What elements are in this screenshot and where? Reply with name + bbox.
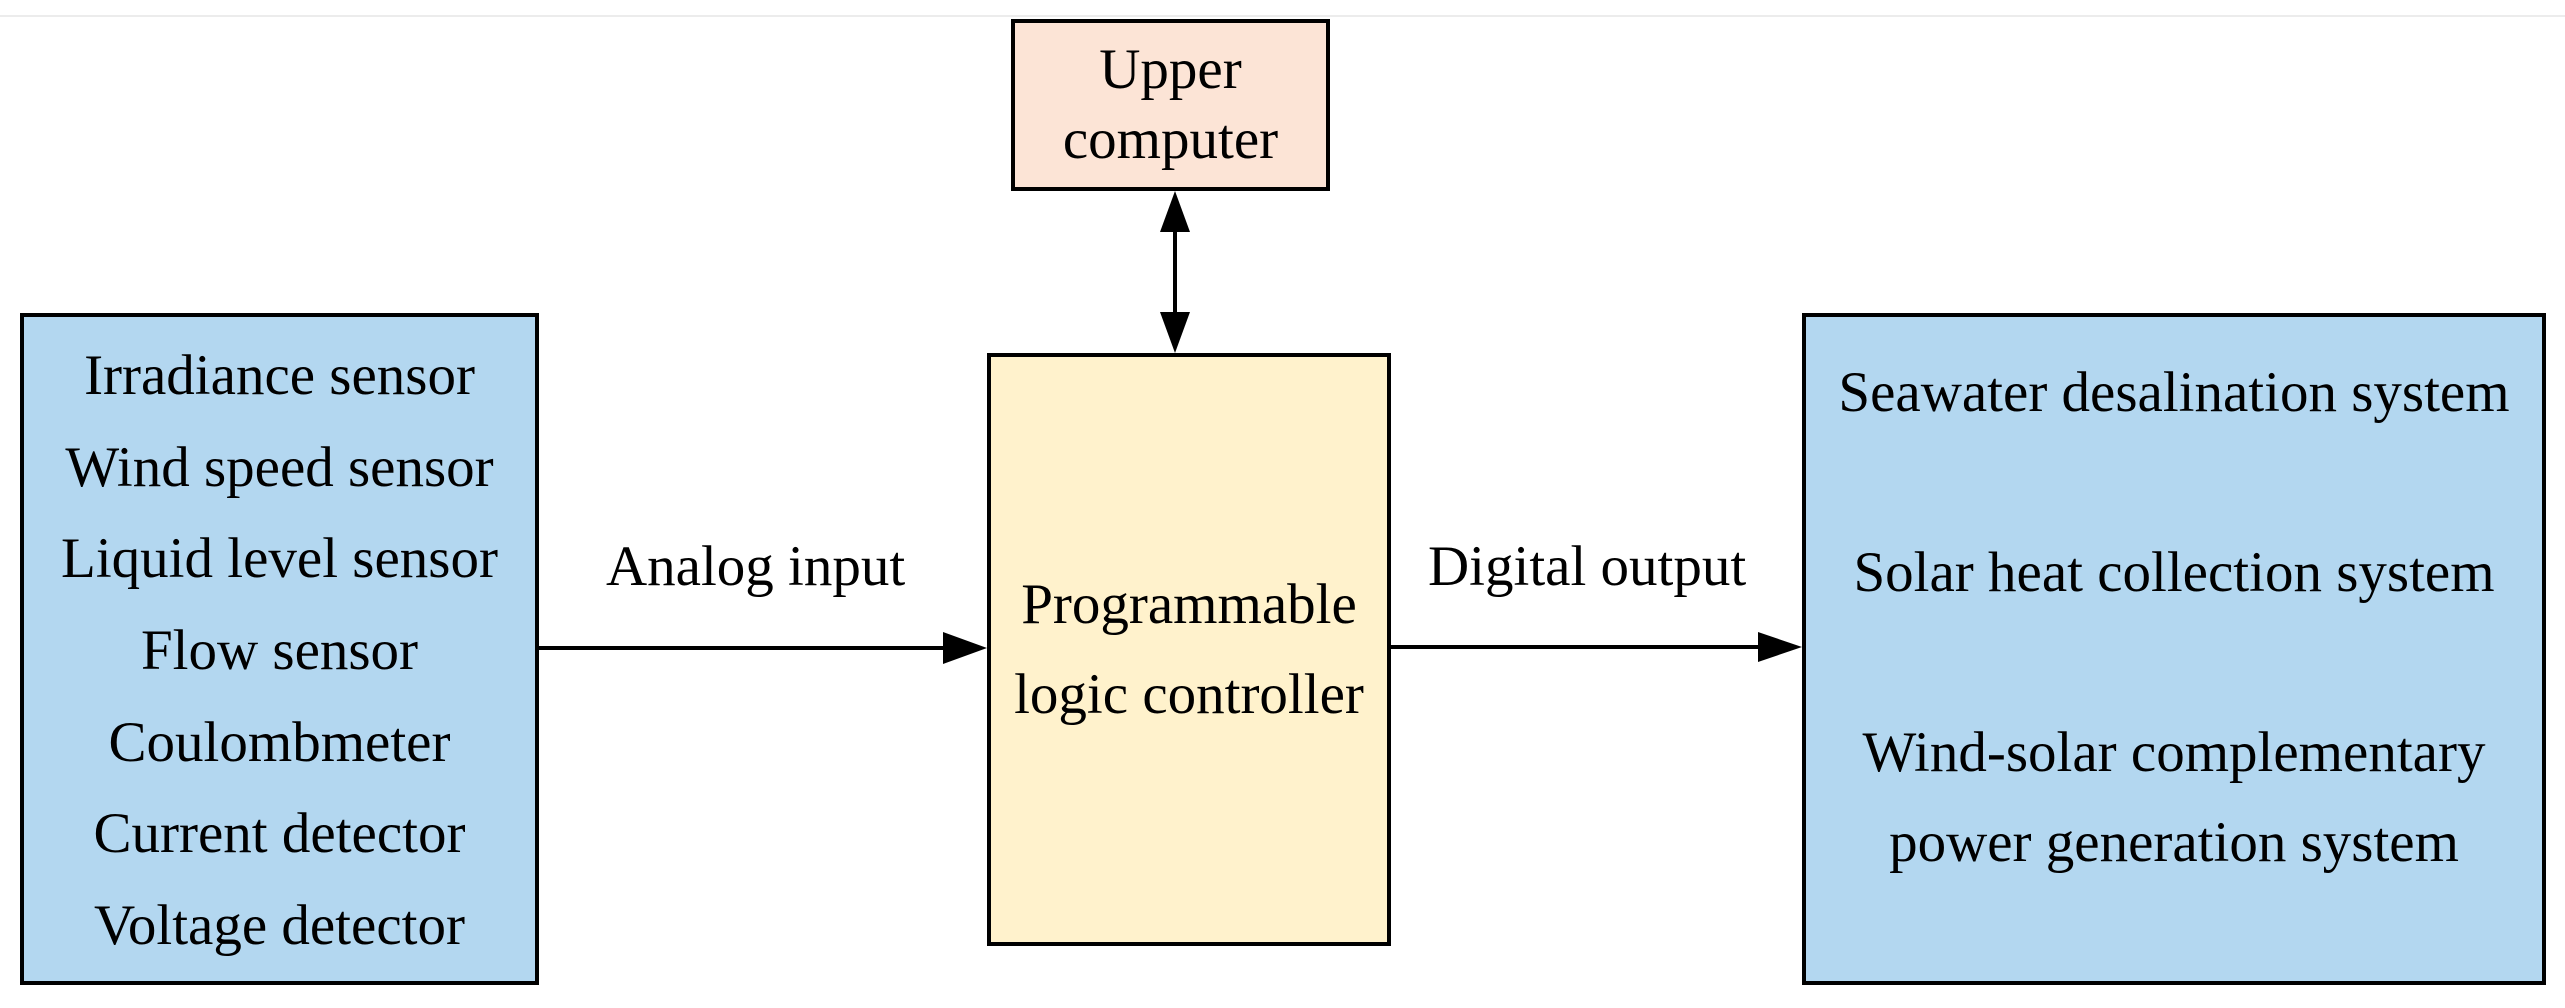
analog-input-arrow — [539, 632, 987, 664]
sensor-item-current-detector: Current detector — [93, 802, 466, 866]
upper-computer-label-line1: Upper — [1099, 38, 1242, 101]
digital-output-label: Digital output — [1428, 535, 1747, 598]
sensor-item-wind-speed: Wind speed sensor — [65, 435, 494, 499]
sensor-group-box: Irradiance sensor Wind speed sensor Liqu… — [20, 313, 539, 985]
plc-label-line2: logic controller — [1014, 662, 1364, 726]
analog-input-label: Analog input — [606, 535, 906, 598]
sensor-item-flow: Flow sensor — [140, 618, 419, 682]
sensor-item-coulombmeter: Coulombmeter — [108, 710, 451, 774]
upper-computer-box: Upper computer — [1011, 19, 1330, 191]
upper-computer-label-line2: computer — [1062, 108, 1279, 171]
plc-label-line1: Programmable — [1021, 572, 1357, 636]
system-item-solar-heat-collection: Solar heat collection system — [1853, 541, 2495, 604]
system-item-wind-solar-line2: power generation system — [1889, 811, 2459, 874]
digital-output-arrow — [1391, 632, 1802, 662]
sensor-item-voltage-detector: Voltage detector — [94, 893, 465, 957]
system-group-box: Seawater desalination system Solar heat … — [1802, 313, 2546, 985]
system-item-wind-solar-line1: Wind-solar complementary — [1862, 721, 2486, 784]
bidirectional-arrow — [1160, 191, 1190, 353]
plc-box: Programmable logic controller — [987, 353, 1391, 946]
sensor-item-irradiance: Irradiance sensor — [84, 344, 475, 407]
sensor-item-liquid-level: Liquid level sensor — [61, 527, 498, 591]
top-rule — [0, 15, 2565, 17]
system-item-seawater-desalination: Seawater desalination system — [1838, 361, 2510, 424]
